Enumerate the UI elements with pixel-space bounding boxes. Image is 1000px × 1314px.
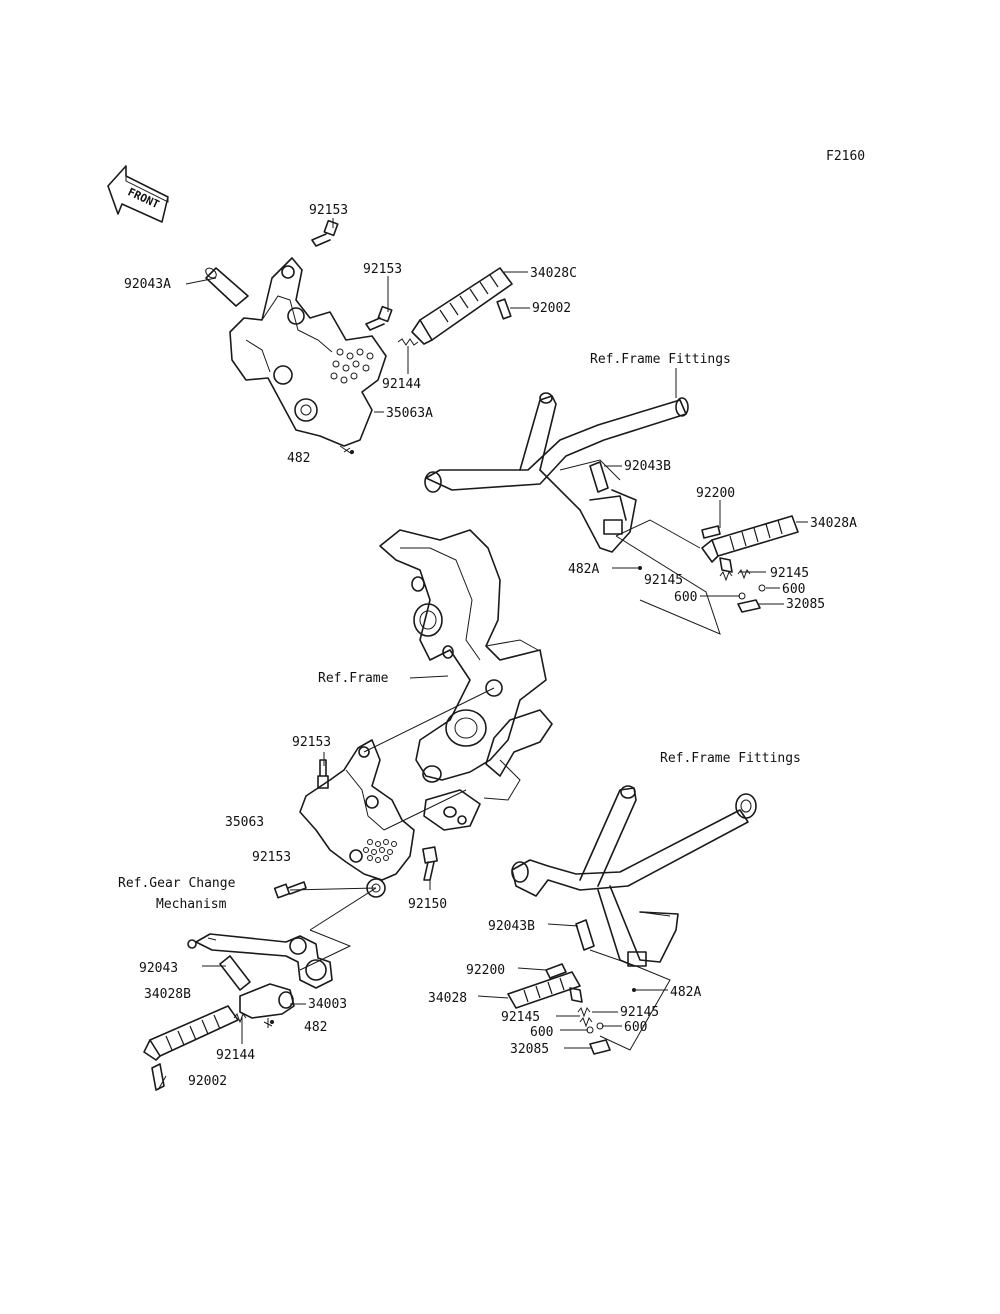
footpeg-34028 xyxy=(507,971,583,1009)
part-labels: 92153 92043A 92153 34028C 92002 92144 35… xyxy=(118,203,857,1089)
label-600: 600 xyxy=(530,1025,553,1040)
bolt-92153-upper-b xyxy=(365,305,393,331)
label-92200: 92200 xyxy=(466,963,505,978)
plate-92200-upper xyxy=(701,525,721,539)
label-92153: 92153 xyxy=(309,203,348,218)
label-600: 600 xyxy=(674,590,697,605)
label-92144: 92144 xyxy=(216,1048,255,1063)
label-32085: 32085 xyxy=(510,1042,549,1057)
collar-92043b-upper xyxy=(589,461,609,493)
spring-92145-upper xyxy=(719,568,751,582)
label-92144: 92144 xyxy=(382,377,421,392)
collar-92043a xyxy=(205,267,249,307)
collar-92043 xyxy=(219,955,251,991)
bolt-92150 xyxy=(422,846,438,881)
label-35063: 35063 xyxy=(225,815,264,830)
label-92150: 92150 xyxy=(408,897,447,912)
front-arrow-icon: FRONT xyxy=(107,165,169,223)
label-92145: 92145 xyxy=(644,573,683,588)
label-92145: 92145 xyxy=(501,1010,540,1025)
label-92043: 92043 xyxy=(139,961,178,976)
label-482a: 482A xyxy=(568,562,599,577)
bolt-92153-lower-a xyxy=(317,759,329,789)
label-600: 600 xyxy=(782,582,805,597)
gear-change-lever xyxy=(187,933,333,989)
label-34028c: 34028C xyxy=(530,266,577,281)
label-35063a: 35063A xyxy=(386,406,433,421)
label-92002: 92002 xyxy=(532,301,571,316)
label-34003: 34003 xyxy=(308,997,347,1012)
plate-92200-lower xyxy=(545,963,567,979)
spring-92145-lower xyxy=(577,1006,593,1028)
label-92145: 92145 xyxy=(620,1005,659,1020)
frame-fittings-upper xyxy=(424,392,689,553)
label-ref-gear-change: Ref.Gear Change xyxy=(118,876,236,891)
label-ref-frame-fittings: Ref.Frame Fittings xyxy=(660,751,801,766)
label-ref-frame: Ref.Frame xyxy=(318,671,389,686)
label-92200: 92200 xyxy=(696,486,735,501)
leader-lines xyxy=(157,218,808,1091)
clip-32085-lower xyxy=(589,1039,611,1055)
label-92153: 92153 xyxy=(252,850,291,865)
spring-92144-lower xyxy=(233,1012,247,1024)
footpeg-34028a xyxy=(701,515,799,573)
label-34028a: 34028A xyxy=(810,516,857,531)
figure-id: F2160 xyxy=(826,149,865,164)
label-92043a: 92043A xyxy=(124,277,171,292)
label-mechanism: Mechanism xyxy=(156,897,227,912)
label-92153: 92153 xyxy=(363,262,402,277)
label-92145: 92145 xyxy=(770,566,809,581)
collar-92043b-lower xyxy=(575,919,595,951)
label-482a: 482A xyxy=(670,985,701,1000)
pin-600-upper xyxy=(738,584,766,600)
clip-32085-upper xyxy=(737,599,761,613)
bracket-35063 xyxy=(299,739,415,898)
holder-34003 xyxy=(239,983,295,1028)
footpeg-34028c xyxy=(411,267,513,345)
bolt-92153-upper-a xyxy=(311,219,339,247)
label-92153: 92153 xyxy=(292,735,331,750)
label-92043b: 92043B xyxy=(624,459,671,474)
spring-92144-upper xyxy=(397,338,419,346)
bolt-92153-lower-b xyxy=(273,881,307,899)
label-34028b: 34028B xyxy=(144,987,191,1002)
label-34028: 34028 xyxy=(428,991,467,1006)
label-92043b: 92043B xyxy=(488,919,535,934)
footpeg-34028b xyxy=(143,1005,239,1091)
label-ref-frame-fittings: Ref.Frame Fittings xyxy=(590,352,731,367)
frame-fittings-lower xyxy=(511,785,757,967)
label-92002: 92002 xyxy=(188,1074,227,1089)
pin-600-lower xyxy=(586,1022,604,1034)
bracket-35063a xyxy=(229,257,387,455)
label-482: 482 xyxy=(304,1020,327,1035)
label-482: 482 xyxy=(287,451,310,466)
label-600: 600 xyxy=(624,1020,647,1035)
label-32085: 32085 xyxy=(786,597,825,612)
main-frame xyxy=(379,529,553,831)
